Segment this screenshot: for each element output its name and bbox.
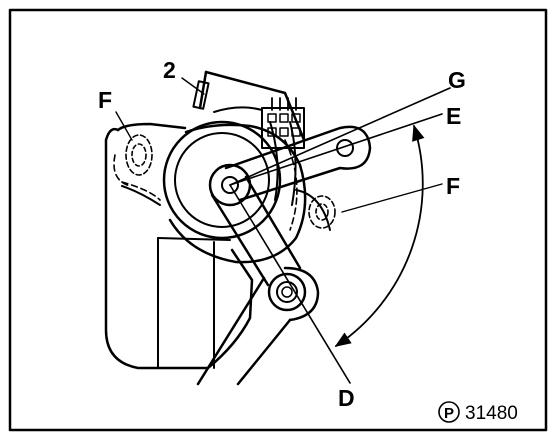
mounting-bracket bbox=[104, 122, 254, 370]
callout-d: D bbox=[338, 385, 355, 411]
reference-number: 31480 bbox=[465, 403, 518, 424]
screw-left bbox=[125, 134, 153, 176]
reference-mark: P bbox=[438, 401, 460, 423]
callout-e: E bbox=[446, 103, 461, 129]
connector-housing bbox=[192, 70, 306, 142]
connecting-rod bbox=[210, 175, 302, 287]
linkage-lever bbox=[196, 266, 320, 386]
leader-lines bbox=[115, 77, 205, 141]
motor-body bbox=[162, 120, 331, 264]
callout-2: 2 bbox=[163, 57, 176, 83]
terminal-block bbox=[261, 107, 305, 149]
figure-frame bbox=[8, 8, 548, 432]
callout-f-left: F bbox=[98, 87, 112, 113]
reference-mark-letter: P bbox=[444, 405, 454, 422]
callout-f-right: F bbox=[446, 173, 460, 199]
reference-mark-circle bbox=[438, 401, 460, 423]
callout-g: G bbox=[448, 67, 466, 93]
crank-arm bbox=[208, 125, 372, 207]
screw-right bbox=[308, 195, 336, 229]
travel-angle-arc bbox=[334, 124, 425, 347]
